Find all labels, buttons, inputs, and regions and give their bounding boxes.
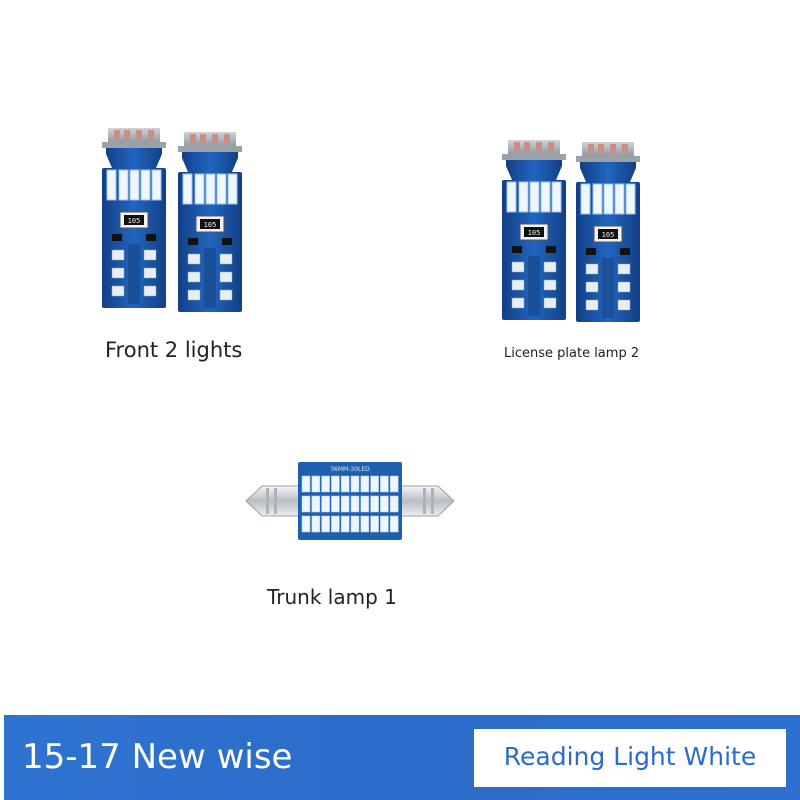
t10-bulb-icon: 105	[176, 132, 244, 312]
chip-mark: 105	[602, 231, 615, 239]
t10-bulb-icon: 105	[500, 140, 568, 320]
led-chip	[340, 475, 350, 493]
led-chip	[380, 515, 389, 533]
led-chip	[350, 515, 360, 533]
led-chip	[370, 495, 379, 513]
t10-bulb-icon: 105	[574, 142, 642, 322]
banner-badge-label: Reading Light White	[503, 742, 757, 771]
led-chip	[331, 495, 340, 513]
led-chip	[321, 495, 330, 513]
caption-license-plate-lamp: License plate lamp 2	[504, 346, 640, 361]
led-chip	[389, 475, 399, 493]
led-chip	[380, 495, 389, 513]
banner-title: 15-17 New wise	[22, 737, 293, 777]
t10-bulb-icon: 105	[100, 128, 168, 308]
product-front-lights: 105 105	[100, 128, 250, 310]
led-chip	[311, 495, 321, 513]
led-chip	[389, 515, 399, 533]
led-chip	[340, 495, 350, 513]
chip-mark: 105	[528, 229, 541, 237]
led-chip	[311, 515, 321, 533]
led-chip	[331, 515, 340, 533]
led-chip	[389, 495, 399, 513]
led-chip	[331, 475, 340, 493]
led-chip	[360, 515, 370, 533]
chip-mark: 105	[128, 217, 141, 225]
led-chip	[350, 495, 360, 513]
led-chip	[340, 515, 350, 533]
led-chip	[301, 475, 311, 493]
festoon-bulb-icon: 36MM-30LED	[245, 462, 455, 540]
led-chip	[350, 475, 360, 493]
chip-mark: 105	[204, 221, 217, 229]
led-chip	[321, 515, 330, 533]
led-chip	[360, 495, 370, 513]
product-license-plate-lamp: 105 105	[500, 140, 650, 322]
led-chip	[370, 475, 379, 493]
bottom-banner: 15-17 New wise Reading Light White	[4, 715, 800, 800]
caption-front-lights: Front 2 lights	[105, 338, 243, 362]
led-chip	[321, 475, 330, 493]
caption-trunk-lamp: Trunk lamp 1	[267, 585, 397, 609]
led-chip	[370, 515, 379, 533]
led-chip	[380, 475, 389, 493]
size-mark: 36MM-30LED	[330, 466, 370, 473]
led-chip	[311, 475, 321, 493]
led-chip	[360, 475, 370, 493]
led-chip	[301, 515, 311, 533]
led-chip	[301, 495, 311, 513]
banner-badge: Reading Light White	[474, 729, 786, 787]
